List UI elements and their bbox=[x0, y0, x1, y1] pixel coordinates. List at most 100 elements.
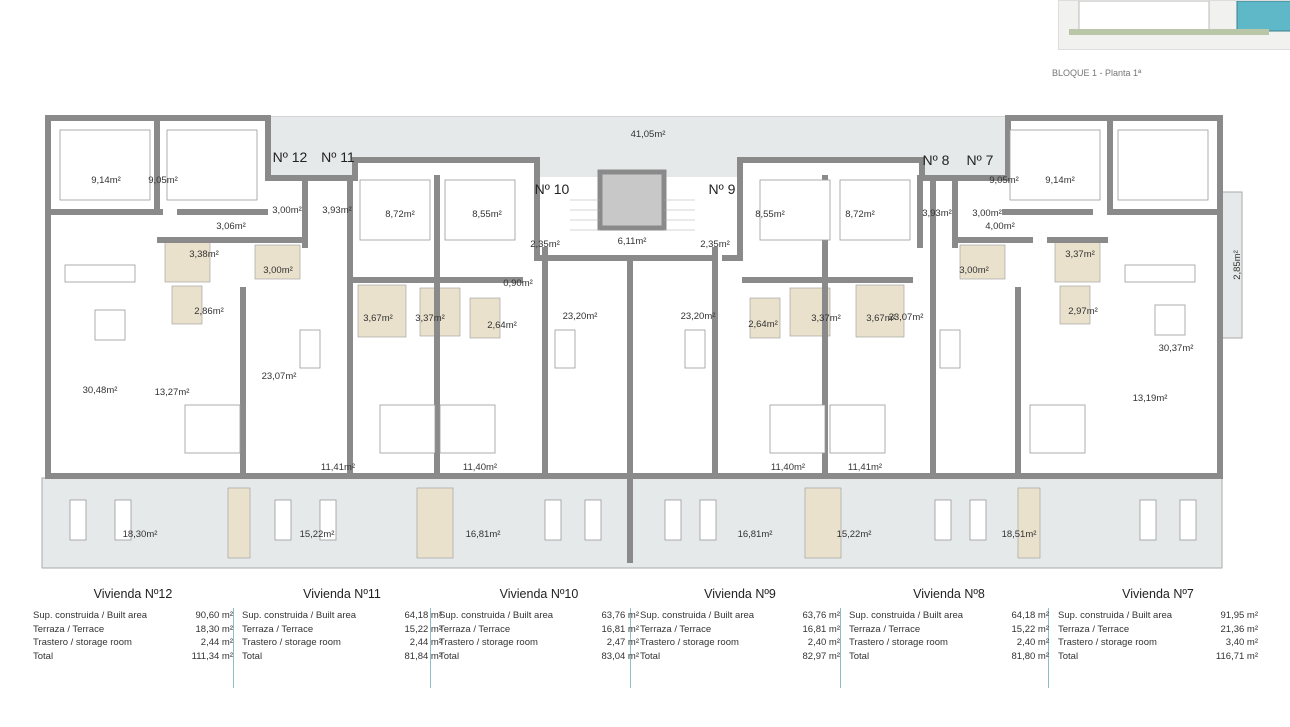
summary-row-terrace: Terraza / Terrace 15,22 m² bbox=[849, 623, 1049, 637]
room-area: 30,37m² bbox=[1159, 343, 1194, 354]
room-area: 3,93m² bbox=[922, 208, 952, 219]
room-area: 18,51m² bbox=[1002, 529, 1037, 540]
summary-row-total: Total 81,80 m² bbox=[849, 650, 1049, 664]
room-area: 23,20m² bbox=[681, 311, 716, 322]
room-area: 2,35m² bbox=[700, 239, 730, 250]
summary-value: 63,76 m² bbox=[802, 610, 841, 621]
divider bbox=[233, 608, 234, 688]
room-area: 2,35m² bbox=[530, 239, 560, 250]
summary-value: 81,80 m² bbox=[1011, 650, 1050, 662]
room-area: 11,40m² bbox=[771, 462, 805, 473]
unit-summary-title: Vivienda Nº12 bbox=[93, 587, 173, 601]
room-area: 0,90m² bbox=[503, 278, 533, 289]
summary-value: 3,40 m² bbox=[1225, 637, 1258, 648]
room-area-labels: 41,05m² 9,14m² 9,05m² 3,06m² 3,00m² 3,38… bbox=[83, 129, 1243, 540]
summary-row-storage: Trastero / storage room 2,44 m² bbox=[33, 636, 233, 650]
room-area: 16,81m² bbox=[466, 529, 501, 540]
summary-label: Trastero / storage room bbox=[242, 637, 341, 648]
unit-summary-title: Vivienda Nº9 bbox=[704, 587, 776, 601]
room-area: 2,97m² bbox=[1068, 306, 1098, 317]
summary-label: Total bbox=[1058, 650, 1079, 662]
summary-label: Total bbox=[849, 650, 870, 662]
summary-value: 64,18 m² bbox=[404, 610, 443, 621]
summary-row-built: Sup. construida / Built area 64,18 m² bbox=[242, 609, 442, 623]
summary-label: Trastero / storage room bbox=[439, 637, 538, 648]
room-area: 41,05m² bbox=[631, 129, 666, 140]
summary-row-terrace: Terraza / Terrace 18,30 m² bbox=[33, 623, 233, 637]
summary-label: Sup. construida / Built area bbox=[1058, 610, 1173, 621]
room-area: 13,19m² bbox=[1133, 393, 1168, 404]
room-area: 8,72m² bbox=[385, 209, 415, 220]
room-area: 3,67m² bbox=[866, 313, 896, 324]
room-area: 3,37m² bbox=[415, 313, 445, 324]
room-area: 8,72m² bbox=[845, 209, 875, 220]
divider bbox=[1048, 608, 1049, 688]
room-area: 16,81m² bbox=[738, 529, 773, 540]
room-area: 23,07m² bbox=[262, 371, 297, 382]
summary-value: 18,30 m² bbox=[195, 623, 234, 635]
room-area: 2,64m² bbox=[487, 320, 517, 331]
site-plan-image bbox=[1069, 0, 1290, 35]
unit-number-10: Nº 10 bbox=[535, 181, 570, 197]
summary-row-storage: Trastero / storage room 2,44 m² bbox=[242, 636, 442, 650]
summary-label: Total bbox=[640, 650, 661, 662]
summary-label: Trastero / storage room bbox=[33, 637, 132, 648]
summary-value: 82,97 m² bbox=[802, 650, 841, 662]
summary-label: Terraza / Terrace bbox=[242, 623, 314, 635]
summary-row-storage: Trastero / storage room 2,47 m² bbox=[439, 636, 639, 650]
summary-label: Terraza / Terrace bbox=[33, 623, 105, 635]
divider bbox=[840, 608, 841, 688]
summary-value: 2,44 m² bbox=[409, 637, 442, 648]
room-area: 8,55m² bbox=[755, 209, 785, 220]
room-area: 9,05m² bbox=[148, 175, 178, 186]
room-area: 13,27m² bbox=[155, 387, 190, 398]
summary-value: 15,22 m² bbox=[1011, 623, 1050, 635]
room-area: 11,41m² bbox=[321, 462, 355, 473]
room-area: 23,07m² bbox=[889, 312, 924, 323]
summary-label: Total bbox=[33, 650, 54, 662]
summary-value: 90,60 m² bbox=[195, 610, 234, 621]
summary-label: Trastero / storage room bbox=[1058, 637, 1157, 648]
room-area: 15,22m² bbox=[300, 529, 335, 540]
summary-label: Sup. construida / Built area bbox=[849, 610, 964, 621]
summary-value: 2,44 m² bbox=[200, 637, 233, 648]
summary-value: 2,47 m² bbox=[606, 637, 639, 648]
bathrooms bbox=[164, 239, 1101, 559]
unit-number-8: Nº 8 bbox=[923, 152, 950, 168]
summary-label: Sup. construida / Built area bbox=[242, 610, 357, 621]
room-area: 2,86m² bbox=[194, 306, 224, 317]
summary-value: 116,71 m² bbox=[1215, 650, 1258, 662]
summary-value: 63,76 m² bbox=[601, 610, 640, 621]
summary-row-built: Sup. construida / Built area 63,76 m² bbox=[439, 609, 639, 623]
summary-row-total: Total 82,97 m² bbox=[640, 650, 840, 664]
summary-value: 2,40 m² bbox=[807, 637, 840, 648]
unit-summary-title: Vivienda Nº8 bbox=[913, 587, 985, 601]
summary-label: Sup. construida / Built area bbox=[439, 610, 554, 621]
summary-row-total: Total 111,34 m² bbox=[33, 650, 233, 664]
room-area: 3,67m² bbox=[363, 313, 393, 324]
room-area: 3,06m² bbox=[216, 221, 246, 232]
room-area: 3,38m² bbox=[189, 249, 219, 260]
room-area: 3,37m² bbox=[811, 313, 841, 324]
summary-label: Trastero / storage room bbox=[640, 637, 739, 648]
room-area: 23,20m² bbox=[563, 311, 598, 322]
room-area: 15,22m² bbox=[837, 529, 872, 540]
summary-label: Trastero / storage room bbox=[849, 637, 948, 648]
room-area: 2,85m² bbox=[1232, 250, 1243, 280]
summary-label: Total bbox=[242, 650, 263, 662]
room-area: 11,40m² bbox=[463, 462, 497, 473]
room-area: 6,11m² bbox=[618, 236, 647, 247]
summary-value: 111,34 m² bbox=[191, 650, 233, 662]
room-area: 3,00m² bbox=[272, 205, 302, 216]
summary-row-storage: Trastero / storage room 3,40 m² bbox=[1058, 636, 1258, 650]
summary-label: Terraza / Terrace bbox=[849, 623, 921, 635]
summary-value: 91,95 m² bbox=[1220, 610, 1259, 621]
